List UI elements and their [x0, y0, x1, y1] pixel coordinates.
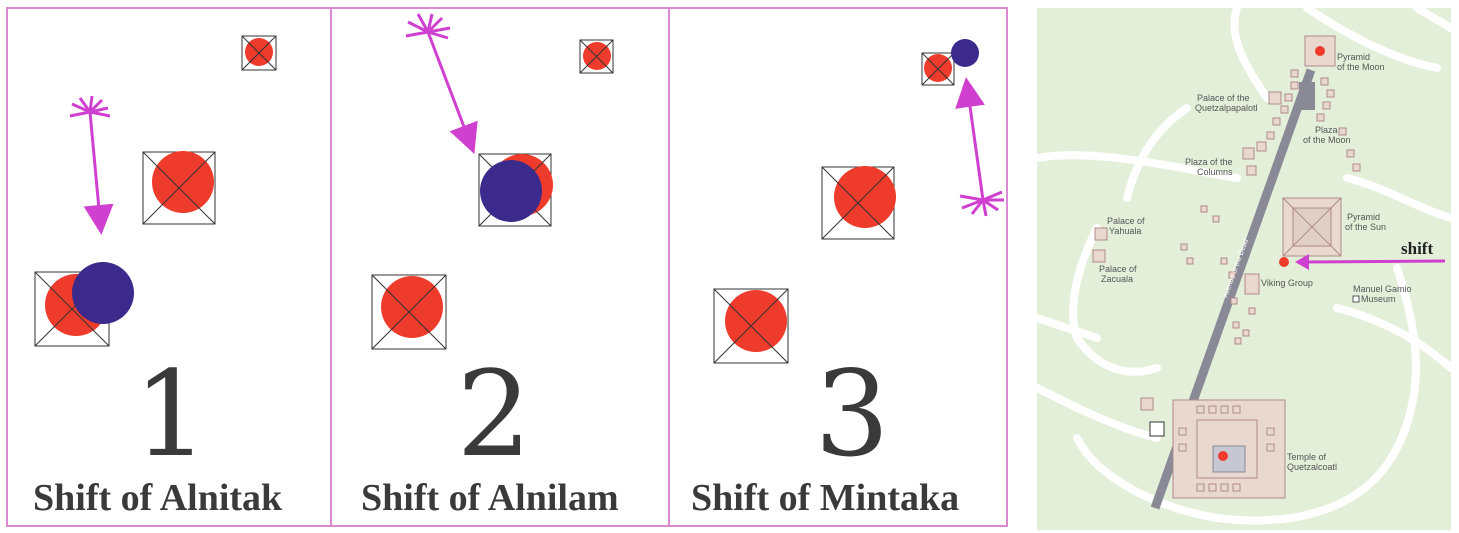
- pyramid-of-the-sun: [1282, 197, 1342, 257]
- roads: [1037, 8, 1451, 525]
- label-plaza-columns-2: Columns: [1197, 167, 1233, 177]
- label-plaza-columns-1: Plaza of the: [1185, 157, 1233, 167]
- shift-label: shift: [1401, 239, 1433, 258]
- panel-divider: [330, 7, 332, 527]
- panel-2-diagram: [371, 13, 614, 350]
- label-temple-2: Quetzalcoatl: [1287, 462, 1337, 472]
- arrow-tail-feathers: [69, 95, 111, 118]
- label-viking-group: Viking Group: [1261, 278, 1313, 288]
- shift-arrowhead: [1295, 254, 1309, 270]
- label-plaza-moon-2: of the Moon: [1303, 135, 1351, 145]
- plaza-of-the-moon: [1299, 82, 1315, 110]
- moon-marker: [1315, 46, 1325, 56]
- arrow-tail-feathers: [959, 190, 1004, 217]
- label-temple-1: Temple of: [1287, 452, 1327, 462]
- large-marker-star: [34, 262, 134, 347]
- ciudadela: [1172, 399, 1286, 499]
- medium-marker-star: [478, 153, 553, 227]
- label-palace-zacuala-1: Palace of: [1099, 264, 1137, 274]
- panel-3-caption: Shift of Mintaka: [691, 477, 960, 519]
- label-pyramid-moon-2: of the Moon: [1337, 62, 1385, 72]
- medium-marker-star: [142, 151, 216, 225]
- medium-marker-star: [821, 166, 896, 240]
- pyramid-of-the-moon: [1304, 35, 1336, 67]
- small-buildings: [1092, 69, 1361, 411]
- panel-1-number: 1: [133, 345, 209, 483]
- temple-marker: [1218, 451, 1228, 461]
- shift-arrow: [405, 13, 478, 155]
- shift-marker: [1279, 257, 1289, 267]
- shift-arrow: [69, 95, 114, 235]
- small-marker-star: [241, 35, 277, 71]
- label-palace-yahuala-2: Yahuala: [1109, 226, 1141, 236]
- shift-arrow: [955, 77, 1004, 217]
- shift-arrow-line: [1304, 259, 1446, 264]
- label-plaza-moon-1: Plaza: [1315, 125, 1338, 135]
- label-palace-quetzal-1: Palace of the: [1197, 93, 1250, 103]
- small-marker-star: [579, 39, 614, 74]
- label-pyramid-sun-2: of the Sun: [1345, 222, 1386, 232]
- map-svg: Pyramid of the Moon Palace of the Quetza…: [1037, 8, 1451, 525]
- label-palace-yahuala-1: Palace of: [1107, 216, 1145, 226]
- label-palace-zacuala-2: Zacuala: [1101, 274, 1133, 284]
- panel-3-number: 3: [814, 345, 890, 483]
- entrance-building: [1149, 421, 1165, 437]
- star-shift-diagram: [34, 13, 1004, 364]
- label-museum-1: Manuel Gamio: [1353, 284, 1412, 294]
- panel-3-diagram: [713, 39, 1004, 364]
- museum-marker: [1352, 295, 1360, 303]
- small-marker-star: [921, 39, 979, 86]
- panel-1-caption: Shift of Alnitak: [33, 477, 283, 519]
- large-marker-star: [371, 274, 447, 350]
- label-pyramid-moon-1: Pyramid: [1337, 52, 1370, 62]
- large-marker-star: [713, 288, 789, 364]
- panel-1-diagram: [34, 35, 277, 347]
- panel-2-number: 2: [456, 345, 532, 483]
- arrow-tail-feathers: [405, 13, 451, 40]
- shift-panels-frame: [6, 7, 1008, 527]
- panel-divider: [668, 7, 670, 527]
- teotihuacan-map: Pyramid of the Moon Palace of the Quetza…: [1037, 8, 1451, 530]
- label-pyramid-sun-1: Pyramid: [1347, 212, 1380, 222]
- panel-2-caption: Shift of Alnilam: [361, 477, 619, 519]
- label-museum-2: Museum: [1361, 294, 1396, 304]
- label-palace-quetzal-2: Quetzalpapalotl: [1195, 103, 1258, 113]
